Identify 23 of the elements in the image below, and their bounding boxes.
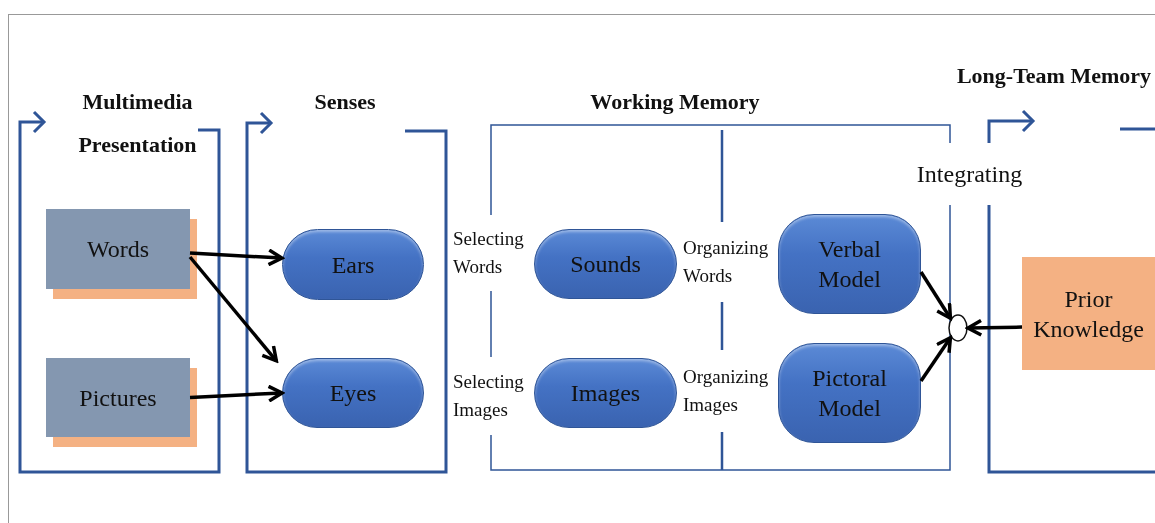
node-label: Verbal Model xyxy=(817,235,882,294)
rounded-box xyxy=(778,343,921,443)
arrow xyxy=(919,271,953,320)
node-label: Pictures xyxy=(79,383,157,413)
rounded-box xyxy=(778,214,921,314)
arrow xyxy=(189,384,284,403)
node-label: Eyes xyxy=(329,379,377,408)
arrow xyxy=(966,318,1023,337)
arrow xyxy=(189,248,284,267)
rounded-box xyxy=(282,358,424,428)
node-label: Sounds xyxy=(570,250,641,279)
node-label: Prior Knowledge xyxy=(1032,284,1145,344)
group-title: Working Memory xyxy=(589,88,761,116)
arrow xyxy=(919,336,953,382)
node-label: Ears xyxy=(331,250,375,280)
process-box xyxy=(1022,257,1155,370)
group-title: Senses xyxy=(313,88,377,116)
arrow xyxy=(188,255,279,363)
group-title: Long-Team Memory xyxy=(955,62,1153,90)
node-label: Words xyxy=(86,235,150,264)
node-label: Pictoral Model xyxy=(811,364,888,423)
node-label: Images xyxy=(570,379,641,408)
group-title: Multimedia Presentation xyxy=(77,88,198,159)
